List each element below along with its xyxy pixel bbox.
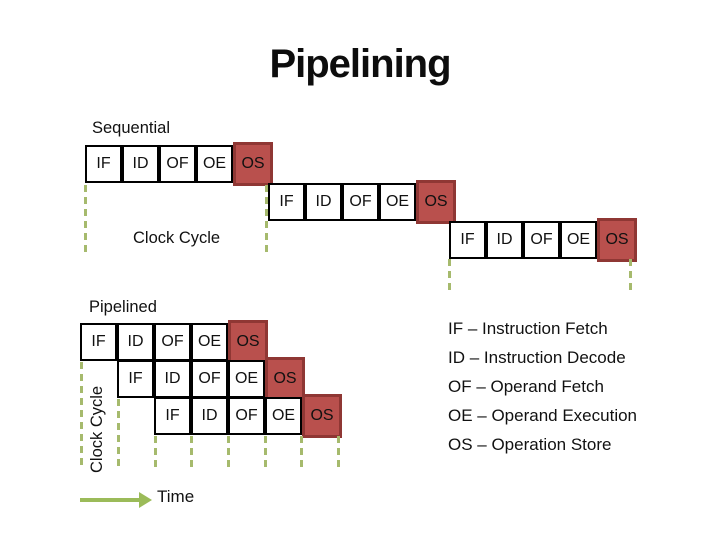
clock-cycle-dash-line (264, 436, 267, 470)
clock-cycle-dash-line (448, 259, 451, 291)
clock-cycle-dash-line (300, 436, 303, 470)
pipelined-section-label: Pipelined (89, 298, 157, 316)
stage-cell-of: OF (191, 360, 228, 398)
sequential-section-label: Sequential (92, 119, 170, 137)
stage-legend: IF – Instruction Fetch ID – Instruction … (448, 314, 637, 459)
stage-cell-oe: OE (265, 397, 302, 435)
stage-cell-if: IF (80, 323, 117, 361)
stage-cell-id: ID (305, 183, 342, 221)
stage-cell-if: IF (85, 145, 122, 183)
stage-cell-id: ID (154, 360, 191, 398)
stage-cell-oe: OE (560, 221, 597, 259)
stage-cell-of: OF (523, 221, 560, 259)
clock-cycle-dash-line (265, 185, 268, 253)
stage-cell-id: ID (117, 323, 154, 361)
stage-cell-oe: OE (228, 360, 265, 398)
stage-cell-os: OS (265, 357, 305, 401)
stage-cell-if: IF (154, 397, 191, 435)
stage-cell-oe: OE (191, 323, 228, 361)
stage-cell-oe: OE (379, 183, 416, 221)
stage-cell-of: OF (342, 183, 379, 221)
legend-item-if: IF – Instruction Fetch (448, 319, 608, 338)
pipelined-clock-cycle-label: Clock Cycle (88, 385, 106, 473)
stage-cell-id: ID (122, 145, 159, 183)
stage-cell-if: IF (268, 183, 305, 221)
stage-cell-id: ID (486, 221, 523, 259)
stage-cell-of: OF (154, 323, 191, 361)
legend-item-oe: OE – Operand Execution (448, 406, 638, 425)
sequential-clock-cycle-label: Clock Cycle (133, 229, 221, 247)
stage-cell-if: IF (117, 360, 154, 398)
clock-cycle-dash-line (227, 436, 230, 470)
stage-cell-oe: OE (196, 145, 233, 183)
clock-cycle-dash-line (337, 436, 340, 470)
clock-cycle-dash-line (154, 436, 157, 470)
stage-cell-if: IF (449, 221, 486, 259)
time-label: Time (157, 487, 195, 506)
stage-cell-os: OS (233, 142, 273, 186)
page-title: Pipelining (269, 42, 451, 86)
clock-cycle-dash-line (190, 436, 193, 470)
time-arrow-line (80, 498, 140, 502)
stage-cell-os: OS (597, 218, 637, 262)
stage-cell-of: OF (228, 397, 265, 435)
stage-cell-id: ID (191, 397, 228, 435)
stage-cell-of: OF (159, 145, 196, 183)
legend-item-of: OF – Operand Fetch (448, 377, 604, 396)
time-arrow-head-icon (139, 492, 152, 508)
legend-item-os: OS – Operation Store (448, 435, 612, 454)
clock-cycle-dash-line (84, 185, 87, 253)
stage-cell-os: OS (228, 320, 268, 364)
stage-cell-os: OS (302, 394, 342, 438)
stage-cell-os: OS (416, 180, 456, 224)
legend-item-id: ID – Instruction Decode (448, 348, 626, 367)
clock-cycle-dash-line (80, 362, 83, 470)
clock-cycle-dash-line (629, 259, 632, 291)
clock-cycle-dash-line (117, 399, 120, 470)
